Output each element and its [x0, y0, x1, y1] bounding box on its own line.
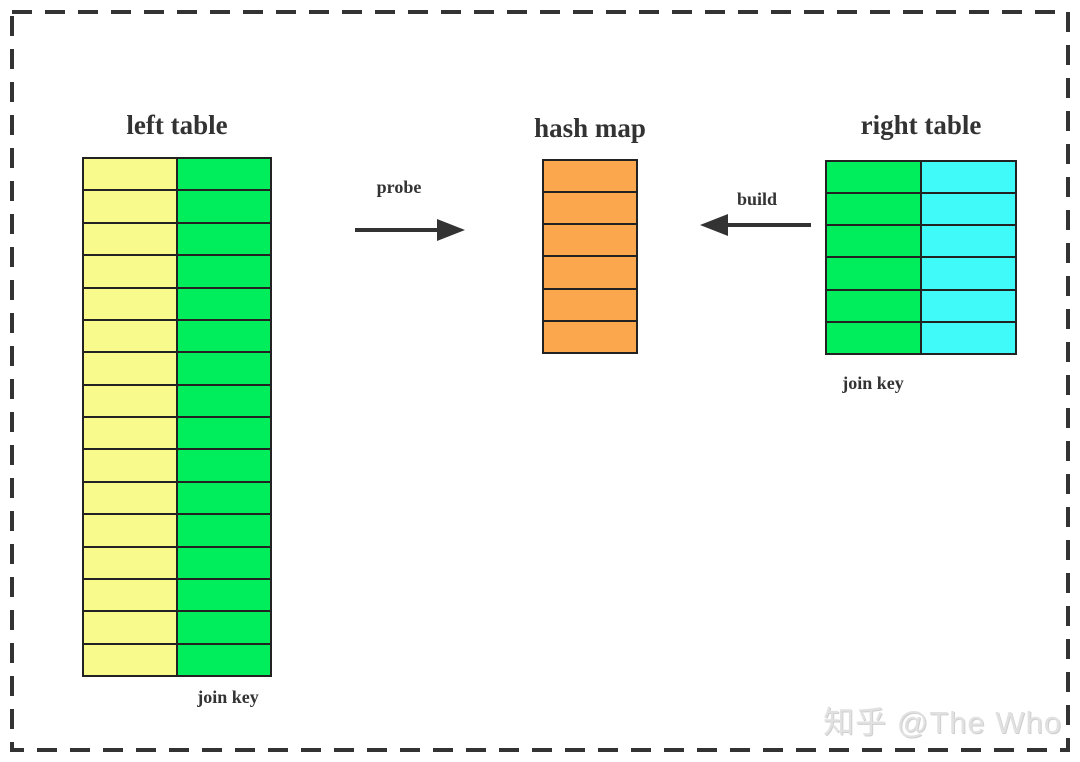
left-table-value-column-cell — [84, 320, 176, 352]
left-table — [82, 157, 272, 677]
right-table-join-key-column-cell — [827, 226, 920, 257]
left-table-value-column-cell — [84, 385, 176, 416]
probe-arrow-line — [355, 228, 439, 232]
left-table-value-column-cell — [84, 256, 176, 287]
left-table-value-column-cell — [84, 515, 176, 546]
left-table-value-column-cell — [84, 159, 176, 190]
left-table-value-column-cell — [84, 418, 176, 449]
build-arrow-head-icon — [700, 214, 728, 236]
left-table-join-key-column-cell — [178, 288, 270, 319]
hash-map-bucket-column-cell — [544, 321, 636, 352]
left-table-join-key-column-cell — [178, 515, 270, 546]
left-table-join-key-label: join key — [197, 687, 259, 707]
right-table-value-column-cell — [922, 258, 1015, 289]
left-table-join-key-column-cell — [178, 159, 270, 190]
left-table-join-key-column-cell — [178, 450, 270, 481]
hash-map-bucket-column-cell — [544, 193, 636, 224]
right-table-value-column-cell — [922, 194, 1015, 225]
left-table-value-column-cell — [84, 644, 176, 675]
hash-map-bucket-column-cell — [544, 225, 636, 256]
left-table-value-column-cell — [84, 450, 176, 481]
hash-map-table — [542, 159, 638, 354]
left-table-value-column-cell — [84, 612, 176, 643]
hash-map-bucket-column-cell — [544, 257, 636, 288]
right-table-title: right table — [860, 110, 982, 140]
hash-map-title: hash map — [534, 113, 646, 143]
right-table-join-key-column-cell — [827, 322, 920, 353]
left-table-join-key-column-cell — [178, 256, 270, 287]
left-table-join-key-column-cell — [178, 418, 270, 449]
left-table-value-column-cell — [84, 482, 176, 514]
left-table-value-column-cell — [84, 223, 176, 255]
right-table — [825, 160, 1017, 355]
left-table-value-column-cell — [84, 353, 176, 384]
right-table-value-column-cell — [922, 226, 1015, 257]
right-table-join-key-column-cell — [827, 194, 920, 225]
right-table-value-column-cell — [922, 162, 1015, 193]
left-table-join-key-column-cell — [178, 385, 270, 416]
watermark: 知乎 @The Who — [823, 705, 1062, 740]
left-table-join-key-column-cell — [178, 579, 270, 611]
left-table-value-column-cell — [84, 579, 176, 611]
hash-map-bucket-column-cell — [544, 289, 636, 320]
build-arrow-label: build — [736, 189, 778, 209]
left-table-join-key-column-cell — [178, 644, 270, 675]
left-table-join-key-column-cell — [178, 547, 270, 578]
left-table-join-key-column-cell — [178, 191, 270, 222]
left-table-value-column-cell — [84, 547, 176, 578]
left-table-join-key-column-cell — [178, 223, 270, 255]
build-arrow-line — [727, 223, 811, 227]
right-table-value-column-cell — [922, 322, 1015, 353]
left-table-value-column-cell — [84, 191, 176, 222]
left-table-value-column-cell — [84, 288, 176, 319]
right-table-join-key-label: join key — [842, 373, 904, 393]
left-table-join-key-column-cell — [178, 612, 270, 643]
left-table-join-key-column-cell — [178, 353, 270, 384]
probe-arrow-head-icon — [437, 219, 465, 241]
right-table-join-key-column-cell — [827, 162, 920, 193]
right-table-join-key-column-cell — [827, 258, 920, 289]
hash-map-bucket-column-cell — [544, 161, 636, 192]
right-table-value-column-cell — [922, 290, 1015, 321]
left-table-join-key-column-cell — [178, 482, 270, 514]
left-table-title: left table — [126, 110, 228, 140]
probe-arrow-label: probe — [376, 177, 422, 197]
left-table-join-key-column-cell — [178, 320, 270, 352]
right-table-join-key-column-cell — [827, 290, 920, 321]
